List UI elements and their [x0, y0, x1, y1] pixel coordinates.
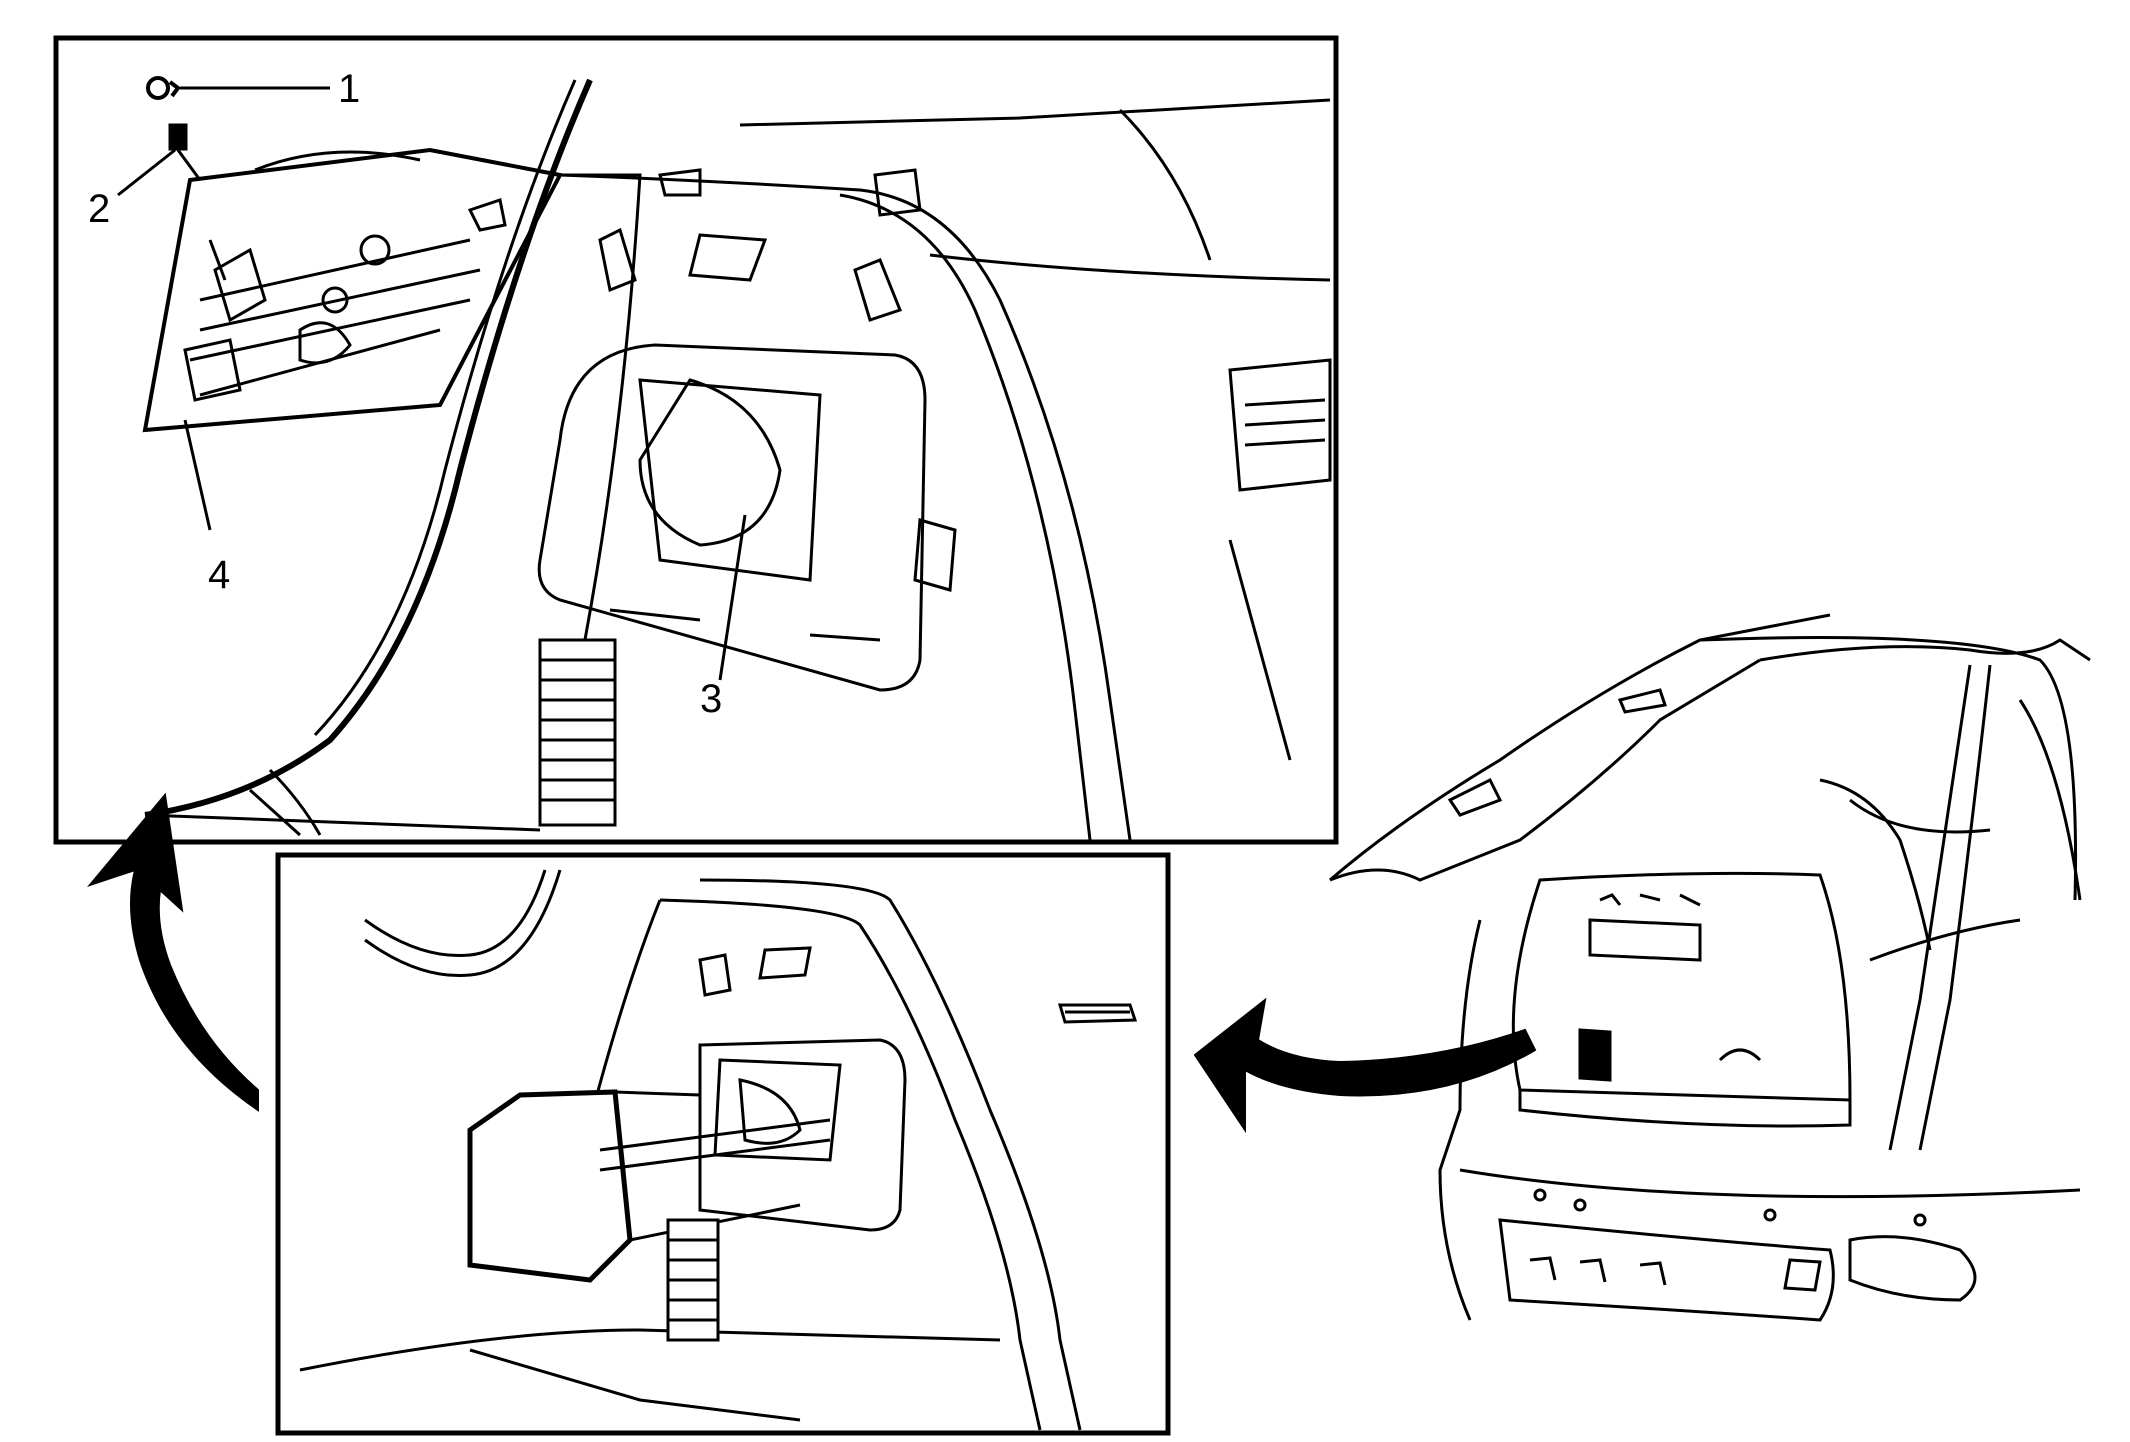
callout-3: 3	[700, 677, 722, 721]
removed-trim-cover	[467, 1089, 831, 1283]
weather-strip	[144, 78, 593, 818]
arrow-center-to-top	[86, 792, 259, 1112]
vent-grille-bottom	[666, 1218, 720, 1342]
vent-grille	[538, 638, 617, 827]
body-lines	[144, 98, 1332, 837]
nut-part	[146, 76, 181, 100]
vehicle-overview	[1329, 613, 2091, 1322]
callout-2: 2	[88, 187, 110, 231]
detail-panel-top: 1 2 4 3	[53, 35, 1339, 845]
callout-leaders	[117, 86, 747, 681]
callout-1: 1	[338, 67, 360, 111]
detail-panel-bottom	[275, 852, 1171, 1436]
tail-lamp-assembly	[142, 147, 564, 433]
bolt-part	[168, 123, 202, 181]
arrow-right-to-center	[1193, 997, 1537, 1134]
callout-4: 4	[208, 553, 230, 597]
